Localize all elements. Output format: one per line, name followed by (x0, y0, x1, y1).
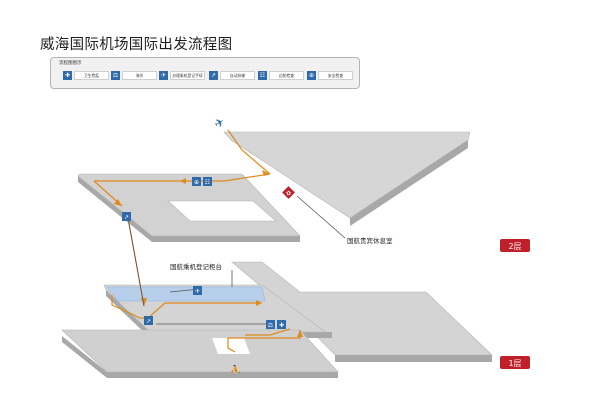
legend-item-border: ☷ 边防检查 (258, 71, 304, 80)
vip-lounge-icon: ✿ (282, 186, 295, 199)
svg-text:✈: ✈ (195, 288, 200, 295)
legend-label: 办理乘机登记手续 (170, 71, 205, 80)
svg-text:☷: ☷ (205, 179, 210, 186)
upper-floor (77, 131, 471, 242)
page-title: 威海国际机场国际出发流程图 (40, 37, 233, 53)
route-arrows (114, 170, 303, 337)
floor-badge-2: 2层 (500, 239, 530, 252)
floor-badge-1: 1层 (500, 356, 530, 369)
check-in-icon: ✈ (159, 71, 168, 80)
lower-floor (61, 261, 493, 378)
escalator-icon: ↗ (144, 316, 153, 325)
floor-label-1: 1层 (508, 359, 521, 368)
svg-text:⊕: ⊕ (194, 179, 199, 186)
border-inspection-icon: ☷ (258, 71, 267, 80)
svg-text:✚: ✚ (279, 322, 284, 329)
customs-icon: ⚖ (266, 320, 275, 329)
svg-text:⚖: ⚖ (268, 322, 273, 329)
security-check-icon: ⊕ (307, 71, 316, 80)
legend-item-customs: ⚖ 海关 (111, 71, 157, 80)
checkin-counter-area (106, 286, 266, 302)
health-quarantine-icon: ✚ (277, 320, 286, 329)
border-inspection-icon: ☷ (203, 177, 212, 186)
connector-lines (127, 195, 346, 325)
legend-label: 安全检查 (318, 71, 353, 80)
legend-item-health: ✚ 卫生检疫 (63, 71, 109, 80)
airplane-icon: ✈ (212, 114, 228, 131)
check-in-icon: ✈ (193, 286, 202, 295)
legend-item-escalator: ↗ 自动扶梯 (209, 71, 255, 80)
walking-person-icon: ⛹ (230, 364, 241, 376)
legend-item-security: ⊕ 安全检查 (307, 71, 353, 80)
svg-text:↗: ↗ (146, 318, 151, 325)
vip-lounge-label: 国航贵宾休息室 (347, 236, 393, 245)
svg-text:↗: ↗ (124, 214, 129, 221)
legend-title: 流程图图示 (59, 61, 82, 66)
legend-label: 卫生检疫 (74, 71, 109, 80)
health-quarantine-icon: ✚ (63, 71, 72, 80)
legend-panel: 流程图图示 ✚ 卫生检疫 ⚖ 海关 ✈ 办理乘机登记手续 ↗ 自动扶梯 ☷ 边防… (50, 57, 360, 89)
customs-icon: ⚖ (111, 71, 120, 80)
checkin-counter-label: 国航乘机登记柜台 (170, 262, 222, 271)
svg-text:✈: ✈ (212, 114, 228, 131)
legend-label: 自动扶梯 (220, 71, 255, 80)
escalator-icon: ↗ (209, 71, 218, 80)
legend-label: 海关 (122, 71, 157, 80)
floor-opening (167, 200, 277, 222)
floor-label-2: 2层 (508, 242, 521, 251)
legend-label: 边防检查 (269, 71, 304, 80)
legend-item-checkin: ✈ 办理乘机登记手续 (159, 71, 205, 80)
svg-text:⛹: ⛹ (230, 364, 241, 376)
escalator-icon: ↗ (122, 212, 131, 221)
security-check-icon: ⊕ (192, 177, 201, 186)
svg-text:✿: ✿ (286, 190, 291, 197)
